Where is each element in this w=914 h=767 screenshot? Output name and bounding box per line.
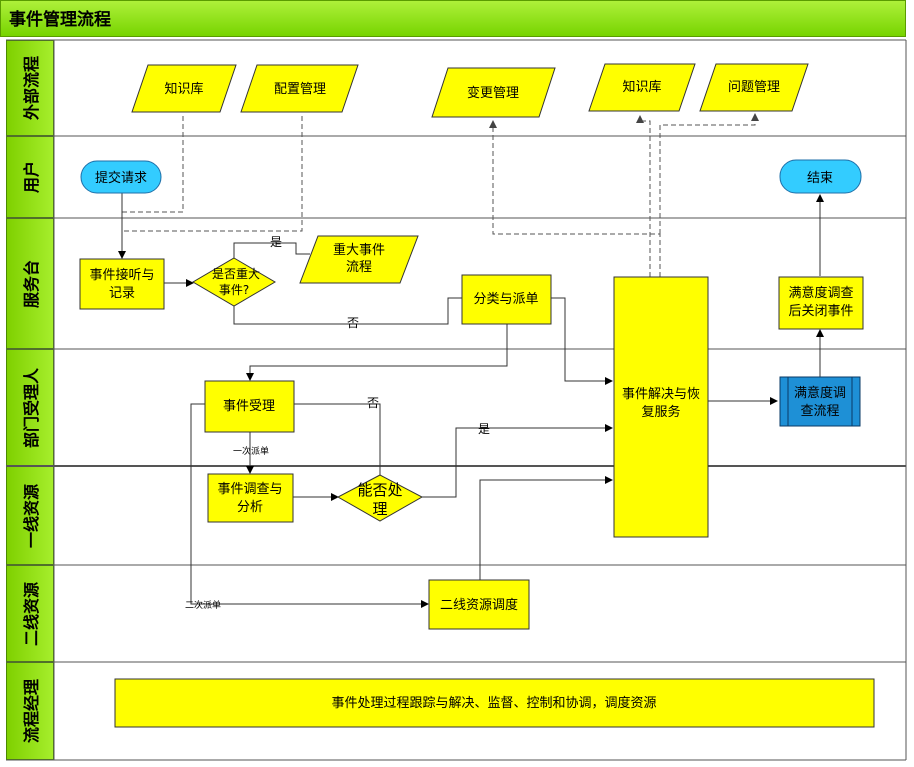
svg-text:是否重大: 是否重大 (212, 267, 260, 281)
edge-label-yes-handle: 是 (478, 422, 490, 436)
node-submit-request: 提交请求 (80, 160, 162, 194)
edge-label-no-major: 否 (347, 316, 359, 330)
node-process-manager-task: 事件处理过程跟踪与解决、监督、控制和协调，调度资源 (114, 678, 875, 728)
node-end: 结束 (779, 159, 862, 194)
node-accept-incident: 事件受理 (204, 380, 295, 433)
svg-text:分析: 分析 (237, 500, 263, 515)
svg-text:事件受理: 事件受理 (223, 399, 275, 414)
edge-labels: 是 否 否 是 一次派单 二次派单 (185, 235, 490, 611)
svg-text:满意度调: 满意度调 (794, 385, 846, 401)
svg-text:提交请求: 提交请求 (95, 170, 147, 186)
node-classify-dispatch: 分类与派单 (461, 274, 552, 325)
edge-label-yes-major: 是 (270, 235, 282, 249)
edge-label-no-handle: 否 (367, 396, 379, 410)
svg-text:理: 理 (372, 500, 387, 518)
svg-text:流程: 流程 (346, 260, 372, 275)
node-problem-management: 问题管理 (699, 63, 809, 112)
svg-text:分类与派单: 分类与派单 (473, 292, 538, 307)
svg-text:事件解决与恢: 事件解决与恢 (622, 387, 700, 402)
svg-text:事件接听与: 事件接听与 (89, 267, 154, 283)
page-title: 事件管理流程 (9, 10, 111, 30)
svg-text:二线资源调度: 二线资源调度 (440, 597, 518, 613)
lane-label-process-manager: 流程经理 (6, 662, 54, 760)
svg-text:知识库: 知识库 (622, 79, 661, 95)
lane-separators (6, 39, 907, 761)
svg-text:问题管理: 问题管理 (728, 80, 780, 95)
svg-text:查流程: 查流程 (800, 404, 839, 419)
node-can-handle: 能否处 理 (336, 474, 424, 522)
svg-text:知识库: 知识库 (164, 81, 203, 97)
node-resolve-restore: 事件解决与恢 复服务 (613, 276, 709, 538)
node-is-major-incident: 是否重大 事件? (192, 257, 276, 307)
node-survey-subprocess: 满意度调 查流程 (779, 376, 861, 427)
lane-label-second-line: 二线资源 (6, 565, 54, 662)
svg-text:能否处: 能否处 (357, 481, 402, 499)
edge-label-first-dispatch: 一次派单 (233, 445, 269, 457)
svg-text:事件处理过程跟踪与解决、监督、控制和协调，调度资源: 事件处理过程跟踪与解决、监督、控制和协调，调度资源 (331, 695, 656, 711)
node-knowledge-base-2: 知识库 (588, 63, 696, 112)
svg-text:事件?: 事件? (219, 283, 249, 297)
svg-text:事件调查与: 事件调查与 (217, 482, 282, 497)
svg-text:结束: 结束 (807, 171, 833, 186)
svg-text:记录: 记录 (109, 286, 135, 301)
node-second-line-dispatch: 二线资源调度 (428, 579, 530, 630)
svg-text:复服务: 复服务 (641, 404, 680, 420)
node-change-management: 变更管理 (431, 67, 556, 118)
svg-text:重大事件: 重大事件 (333, 242, 385, 258)
edge-label-second-dispatch: 二次派单 (185, 599, 221, 611)
svg-text:配置管理: 配置管理 (274, 82, 326, 97)
node-record-incident: 事件接听与 记录 (79, 258, 165, 310)
lane-label-first-line: 一线资源 (6, 466, 54, 565)
node-survey-close: 满意度调查 后关闭事件 (778, 276, 864, 330)
dashed-links (122, 113, 759, 277)
node-major-incident-flow: 重大事件 流程 (299, 235, 419, 284)
lane-label-external: 外部流程 (6, 40, 54, 136)
solid-connectors (118, 193, 824, 608)
node-knowledge-base-1: 知识库 (131, 64, 237, 113)
svg-text:后关闭事件: 后关闭事件 (788, 304, 853, 319)
svg-text:变更管理: 变更管理 (467, 85, 519, 101)
node-investigate: 事件调查与 分析 (207, 473, 294, 523)
svg-text:满意度调查: 满意度调查 (788, 285, 853, 301)
title-bar: 事件管理流程 (0, 0, 906, 37)
node-config-management: 配置管理 (240, 64, 359, 113)
